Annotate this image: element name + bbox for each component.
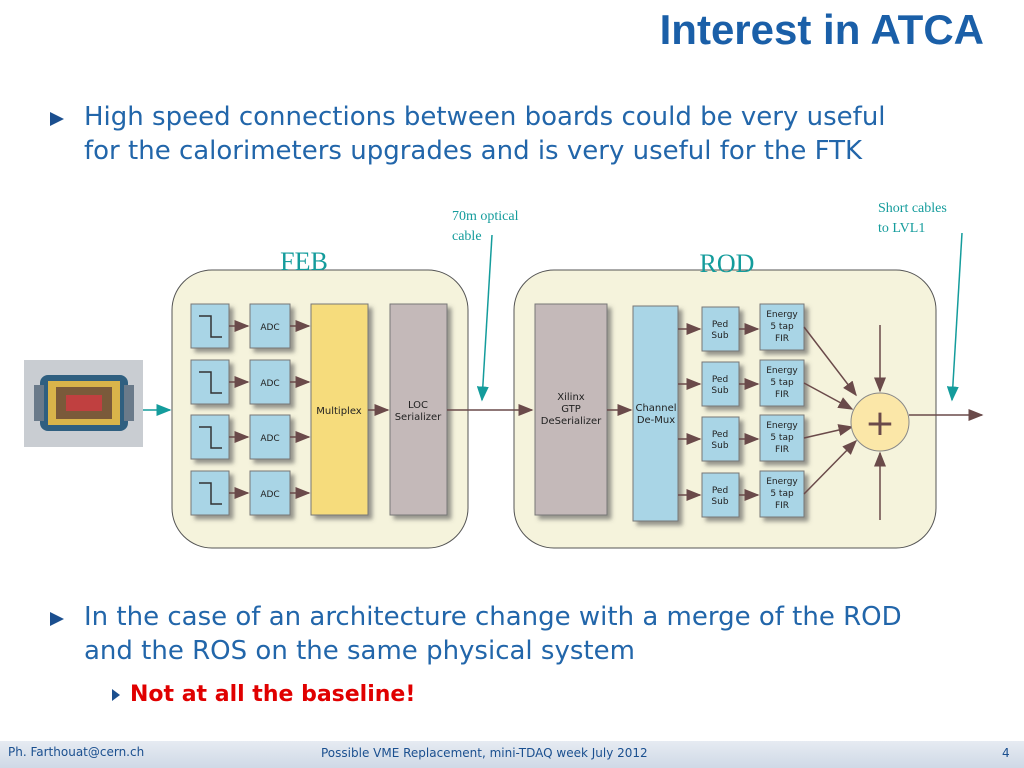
xilinx-deserializer-block (534, 303, 608, 516)
adc-block (249, 470, 291, 516)
energy-label-line-3: FIR (775, 445, 789, 455)
loc-label-line-2: Serializer (395, 412, 442, 423)
energy-label-line-3: FIR (775, 334, 789, 344)
optical-note-line-2: cable (452, 229, 482, 244)
energy-label-line-1: Energy (766, 310, 798, 320)
bullet-arrow-icon (50, 112, 64, 126)
multiplex-block (310, 303, 369, 516)
demux-label-line-2: De-Mux (637, 415, 675, 426)
detector-image (24, 360, 143, 447)
feb-label: FEB (280, 247, 328, 276)
sum-symbol: + (865, 403, 895, 444)
adc-block (249, 359, 291, 405)
rod-panel (513, 269, 937, 549)
xilinx-label-line-3: DeSerializer (541, 416, 602, 427)
demux-label-line-1: Channel (635, 403, 676, 414)
ped-sub-block (701, 416, 740, 462)
energy-label-line-2: 5 tap (770, 433, 794, 443)
channel-demux-block (632, 305, 679, 522)
loc-label-line-1: LOC (408, 400, 428, 411)
cables-note-line-1: Short cables (878, 201, 947, 216)
fir-to-sum-arrow (803, 326, 857, 397)
adc-label: ADC (260, 323, 279, 333)
adc-block (249, 303, 291, 349)
bullet-2-line-1: In the case of an architecture change wi… (84, 602, 902, 632)
ped-label-line-2: Sub (711, 386, 728, 396)
cables-note-pointer (946, 232, 963, 402)
sub-bullet: Not at all the baseline! (130, 682, 416, 707)
rod-label: ROD (700, 249, 755, 278)
shaper-block (190, 359, 230, 405)
sum-node (850, 392, 910, 452)
footer-center-text: Possible VME Replacement, mini-TDAQ week… (321, 746, 648, 760)
energy-fir-block (759, 359, 805, 407)
ped-label-line-1: Ped (712, 375, 728, 385)
page-number: 4 (1002, 746, 1010, 760)
adc-label: ADC (260, 490, 279, 500)
bullet-arrow-icon (50, 612, 64, 626)
optical-note-pointer (476, 234, 493, 402)
energy-label-line-2: 5 tap (770, 322, 794, 332)
ped-sub-block (701, 361, 740, 407)
ped-label-line-1: Ped (712, 430, 728, 440)
ped-label-line-2: Sub (711, 497, 728, 507)
fir-to-sum-arrow (803, 382, 854, 410)
ped-label-line-2: Sub (711, 441, 728, 451)
bullet-2-line-2: and the ROS on the same physical system (84, 636, 635, 666)
ped-label-line-1: Ped (712, 320, 728, 330)
ped-sub-block (701, 306, 740, 352)
slide-title: Interest in ATCA (659, 6, 984, 53)
bullet-1-line-2: for the calorimeters upgrades and is ver… (84, 136, 863, 166)
bullet-2: In the case of an architecture change wi… (84, 600, 984, 668)
architecture-diagram: FEB ROD 70m optical cable Short cables t… (24, 201, 984, 549)
ped-label-line-2: Sub (711, 331, 728, 341)
fir-to-sum-arrow (803, 424, 854, 439)
footer: Ph. Farthouat@cern.ch Possible VME Repla… (0, 741, 1024, 768)
adc-label: ADC (260, 379, 279, 389)
bullet-1: High speed connections between boards co… (84, 100, 984, 168)
xilinx-label-line-1: Xilinx (557, 392, 585, 403)
multiplex-label: Multiplex (316, 406, 362, 417)
ped-label-line-1: Ped (712, 486, 728, 496)
adc-label: ADC (260, 434, 279, 444)
adc-block (249, 414, 291, 460)
energy-label-line-1: Energy (766, 366, 798, 376)
energy-label-line-1: Energy (766, 421, 798, 431)
ped-sub-block (701, 472, 740, 518)
shaper-icon (199, 482, 222, 505)
energy-fir-block (759, 470, 805, 518)
energy-label-line-2: 5 tap (770, 378, 794, 388)
shaper-block (190, 414, 230, 460)
shaper-icon (199, 315, 222, 338)
shaper-block (190, 470, 230, 516)
energy-label-line-1: Energy (766, 477, 798, 487)
fir-to-sum-arrow (803, 439, 858, 495)
shaper-icon (199, 426, 222, 449)
loc-serializer-block (389, 303, 448, 516)
cables-note-line-2: to LVL1 (878, 221, 925, 236)
shaper-block (190, 303, 230, 349)
energy-label-line-3: FIR (775, 390, 789, 400)
footer-email: Ph. Farthouat@cern.ch (8, 745, 145, 759)
energy-fir-block (759, 303, 805, 351)
xilinx-label-line-2: GTP (561, 404, 581, 415)
optical-note-line-1: 70m optical (452, 209, 519, 224)
shaper-icon (199, 371, 222, 394)
bullet-1-line-1: High speed connections between boards co… (84, 102, 886, 132)
energy-label-line-2: 5 tap (770, 489, 794, 499)
feb-channel-rows: ADC ADC ADC ADC (190, 303, 311, 516)
energy-label-line-3: FIR (775, 501, 789, 511)
sub-bullet-arrow-icon (112, 689, 120, 701)
